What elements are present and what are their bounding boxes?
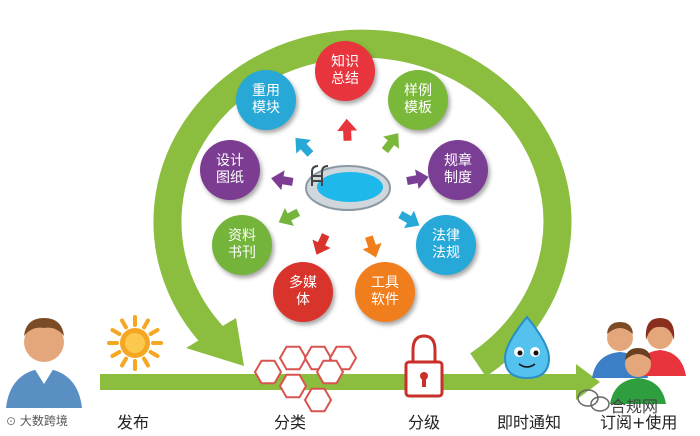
sun-rays [107, 315, 163, 371]
watermark-left-text: 大数跨境 [19, 414, 68, 428]
sun-ray [110, 328, 122, 336]
user-group-icon [592, 318, 686, 404]
sun-ray [142, 318, 150, 330]
sun-ray [110, 350, 122, 358]
sun-ray [148, 328, 160, 336]
hexagon [315, 359, 345, 385]
node-label: 法律 法规 [432, 228, 460, 261]
sun-ray [142, 356, 150, 368]
radial-arrow [398, 210, 420, 229]
hexagon [303, 387, 333, 413]
node-sample-template: 样例 模板 [388, 70, 448, 130]
node-laws: 法律 法规 [416, 215, 476, 275]
node-books: 资料 书刊 [212, 215, 272, 275]
lock-icon [404, 334, 444, 398]
chat-bubble-icon [577, 389, 610, 412]
node-multimedia: 多媒 体 [273, 262, 333, 322]
radial-arrow [312, 233, 331, 255]
pool-icon [305, 165, 391, 211]
watermark-right: 合规网 [610, 393, 658, 417]
sun-ray [148, 350, 160, 358]
node-label: 重用 模块 [252, 83, 280, 116]
cycle-arrowhead [186, 318, 244, 366]
weibo-icon: ⊙ [6, 414, 17, 428]
stage-label-classify: 分类 [274, 413, 307, 432]
watermark-left: ⊙ 大数跨境 [6, 412, 68, 429]
radial-arrow [271, 170, 294, 191]
node-label: 工具 软件 [371, 275, 399, 308]
sun-icon [120, 328, 150, 358]
radial-arrow [278, 207, 301, 226]
node-label: 规章 制度 [444, 153, 472, 186]
cycle-arrow [153, 29, 572, 377]
radial-arrow [295, 137, 314, 157]
node-reuse-module: 重用 模块 [236, 70, 296, 130]
node-knowledge-summary: 知识 总结 [315, 41, 375, 101]
node-label: 知识 总结 [331, 54, 359, 87]
flow-bar [100, 374, 578, 390]
user-icon [6, 318, 82, 408]
node-design-drawings: 设计 图纸 [200, 140, 260, 200]
radial-arrow [406, 169, 429, 190]
radial-arrow [337, 118, 358, 141]
stage-label-subscribe: 订阅+使用 [600, 413, 678, 432]
radial-arrow [362, 235, 382, 258]
water-drop-icon [503, 315, 551, 380]
hexagon [278, 345, 308, 371]
node-regulations: 规章 制度 [428, 140, 488, 200]
radial-arrow [381, 133, 399, 154]
stage-label-notify: 即时通知 [497, 413, 562, 432]
hexagon [253, 359, 283, 385]
watermark-right-text: 合规网 [610, 397, 659, 416]
stage-label-publish: 发布 [117, 413, 150, 432]
hexagon [278, 373, 308, 399]
hexagon-cluster-icon [253, 345, 358, 413]
node-label: 样例 模板 [404, 83, 432, 116]
stage-label-grade: 分级 [408, 413, 441, 432]
sun-ray [120, 318, 128, 330]
sun-ray [120, 356, 128, 368]
node-label: 资料 书刊 [228, 228, 256, 261]
radial-arrows [271, 118, 429, 258]
node-label: 设计 图纸 [216, 153, 244, 186]
node-label: 多媒 体 [289, 275, 317, 308]
node-tool-software: 工具 软件 [355, 262, 415, 322]
